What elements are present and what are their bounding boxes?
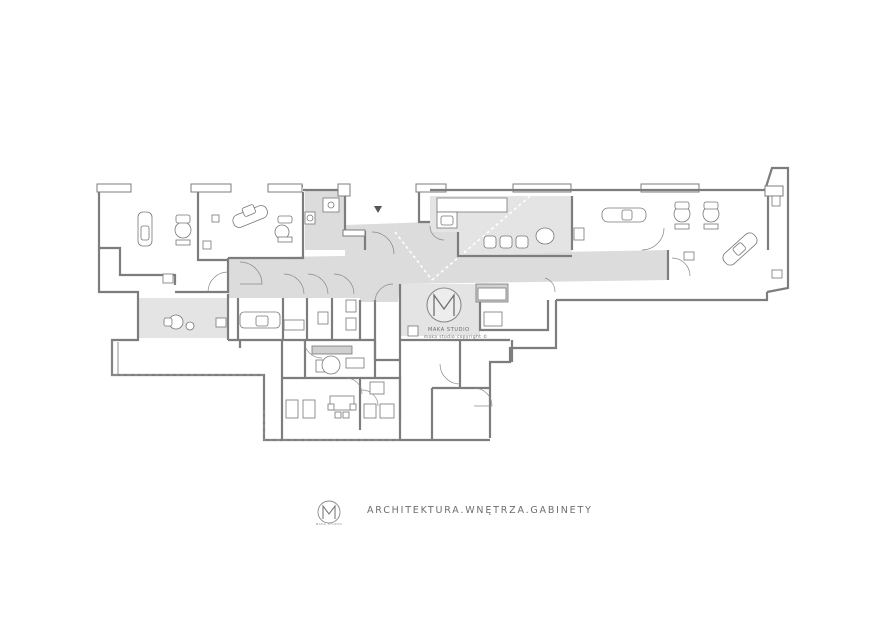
entrance-arrow-icon [374, 206, 382, 213]
dental-room-1-furniture [137, 211, 212, 284]
studio-logo [317, 500, 341, 524]
logo-circle [317, 500, 341, 524]
dental-room-2-furniture [211, 204, 293, 243]
dental-room-east-furniture [601, 195, 783, 279]
staff-room-furniture [304, 197, 340, 225]
corridor-fill [138, 190, 668, 338]
watermark-monogram-icon [433, 292, 455, 316]
outer-walls [96, 166, 790, 442]
kitchen-wc-furniture [285, 345, 395, 419]
studio-watermark: MAKA STUDIO maka studio copyright © [424, 287, 488, 339]
logo-caption: MAKA STUDIO [315, 522, 343, 526]
entrance-sightlines [394, 191, 536, 281]
watermark-copyright: maka studio copyright © [424, 334, 488, 339]
reception-furniture [407, 283, 509, 337]
door-swings [207, 225, 691, 407]
sterilization-room-furniture [163, 299, 357, 331]
watermark-studio-name: MAKA STUDIO [428, 327, 470, 333]
interior-walls [99, 192, 770, 440]
watermark-circle [426, 287, 462, 323]
tagline: ARCHITEKTURA.WNĘTRZA.GABINETY [367, 505, 593, 516]
logo-monogram-icon [322, 504, 336, 519]
waiting-room-furniture [436, 197, 585, 249]
